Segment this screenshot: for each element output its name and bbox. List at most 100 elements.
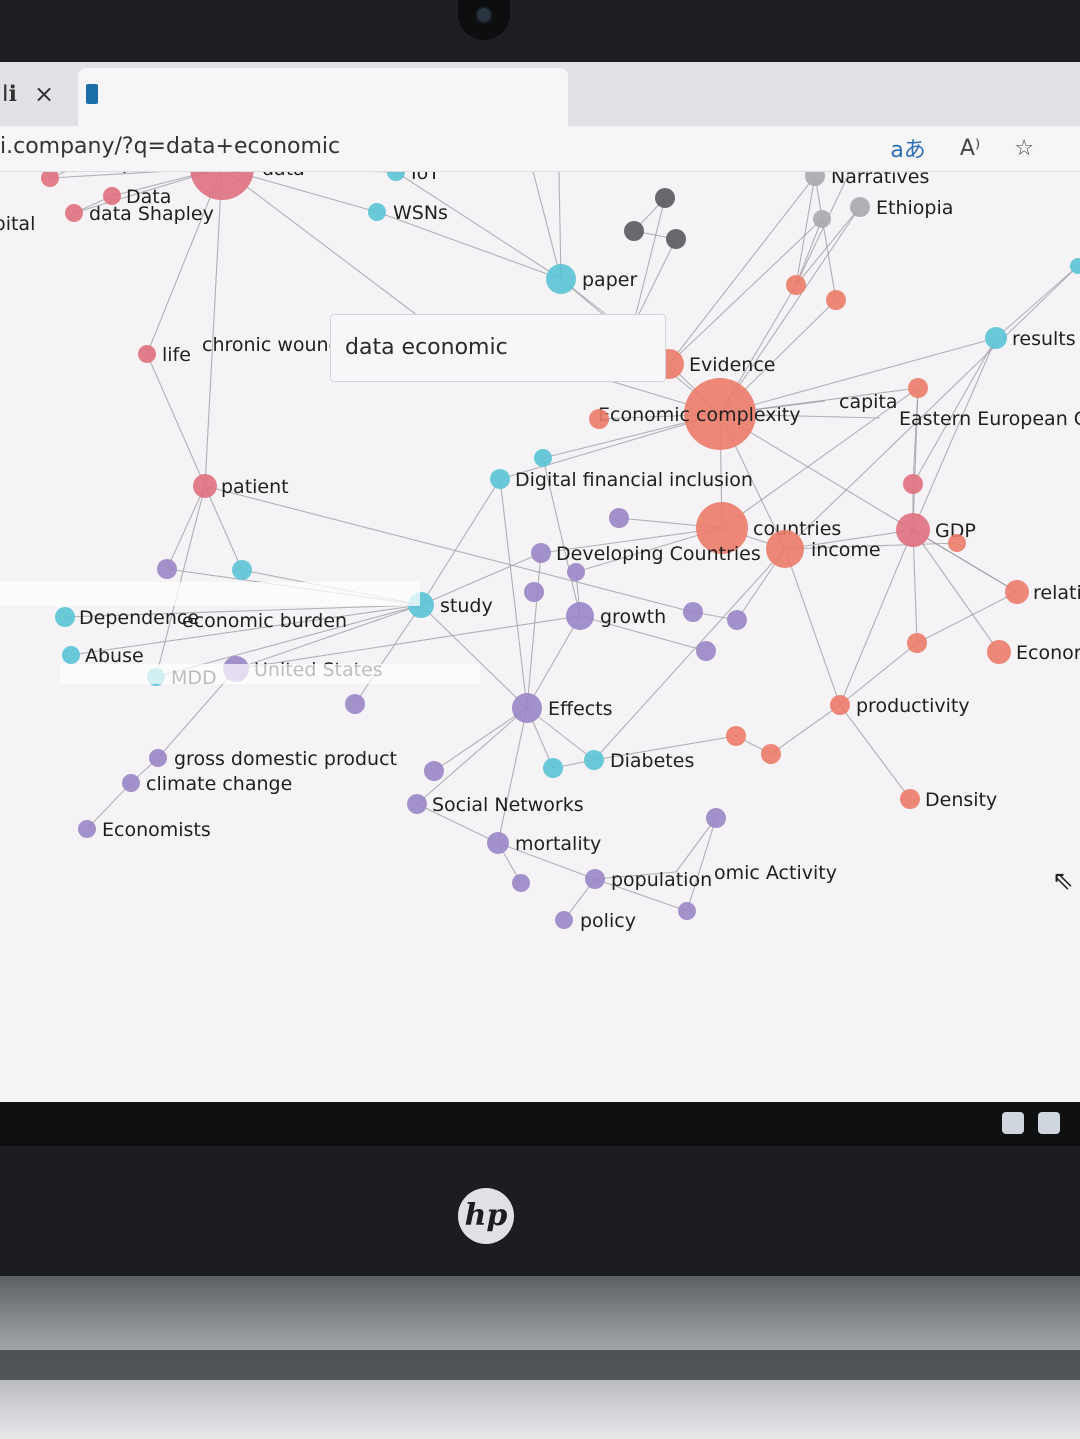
graph-node-dot[interactable]: [850, 197, 870, 217]
url-text[interactable]: i.company/?q=data+economic: [0, 134, 341, 159]
network-icon[interactable]: [1002, 1112, 1024, 1134]
notification-icon[interactable]: [1038, 1112, 1060, 1134]
graph-node-dot[interactable]: [368, 203, 386, 221]
graph-node[interactable]: growth: [566, 602, 666, 630]
graph-node[interactable]: [1070, 258, 1080, 274]
graph-node[interactable]: Economists: [78, 819, 211, 841]
graph-node[interactable]: Econor: [987, 640, 1080, 664]
graph-node-label[interactable]: productivity: [856, 695, 970, 717]
graph-node-dot[interactable]: [907, 633, 927, 653]
graph-node[interactable]: Diabetes: [584, 750, 694, 772]
read-aloud-icon[interactable]: A⁾: [959, 135, 981, 161]
graph-node-dot[interactable]: [805, 172, 825, 186]
graph-node-dot[interactable]: [62, 646, 80, 664]
graph-node[interactable]: WSNs: [368, 202, 448, 224]
graph-node-dot[interactable]: [726, 726, 746, 746]
graph-node-label[interactable]: Econor: [1016, 642, 1080, 664]
search-query[interactable]: data economic: [345, 335, 508, 360]
graph-node-label[interactable]: climate change: [146, 773, 292, 795]
graph-node-label[interactable]: WSNs: [393, 202, 448, 224]
address-bar[interactable]: i.company/?q=data+economic aあ A⁾ ☆: [0, 126, 1080, 172]
graph-node-dot[interactable]: [193, 474, 217, 498]
graph-node-dot[interactable]: [138, 345, 156, 363]
graph-node-dot[interactable]: [900, 789, 920, 809]
graph-node-dot[interactable]: [524, 582, 544, 602]
graph-node[interactable]: [907, 633, 927, 653]
graph-node-label[interactable]: Narratives: [831, 172, 929, 188]
graph-node[interactable]: Effects: [512, 693, 613, 723]
graph-viewport[interactable]: data qualityframaccuracyconFederated Lea…: [0, 172, 1080, 1102]
graph-node-dot[interactable]: [567, 563, 585, 581]
graph-node[interactable]: [706, 808, 726, 828]
graph-node-label[interactable]: data: [262, 172, 305, 180]
graph-node-label[interactable]: Data: [126, 186, 171, 208]
graph-node-label[interactable]: Ethiopia: [876, 197, 953, 219]
graph-node[interactable]: policy: [555, 910, 636, 932]
graph-node-dot[interactable]: [683, 602, 703, 622]
graph-node-label[interactable]: growth: [600, 606, 666, 628]
graph-node[interactable]: [678, 902, 696, 920]
graph-node-label[interactable]: results: [1012, 328, 1076, 350]
graph-node[interactable]: data Shapley: [65, 203, 214, 225]
graph-node-dot[interactable]: [65, 204, 83, 222]
graph-node-dot[interactable]: [584, 750, 604, 770]
graph-node-label[interactable]: Effects: [548, 698, 613, 720]
graph-node-dot[interactable]: [190, 172, 254, 200]
graph-node-dot[interactable]: [908, 378, 928, 398]
tab-label[interactable]: Iℹ: [2, 82, 17, 107]
graph-node-dot[interactable]: [555, 911, 573, 929]
graph-node[interactable]: [41, 172, 59, 187]
graph-node[interactable]: climate change: [122, 773, 292, 795]
graph-node[interactable]: results: [985, 327, 1076, 350]
graph-node[interactable]: [567, 563, 585, 581]
graph-node-dot[interactable]: [531, 543, 551, 563]
graph-node[interactable]: [609, 508, 629, 528]
graph-node-dot[interactable]: [157, 559, 177, 579]
graph-node-dot[interactable]: [826, 290, 846, 310]
graph-node[interactable]: economic burden: [182, 610, 347, 632]
graph-node-dot[interactable]: [232, 560, 252, 580]
graph-node[interactable]: [908, 378, 928, 398]
graph-node-dot[interactable]: [534, 449, 552, 467]
knowledge-graph[interactable]: data qualityframaccuracyconFederated Lea…: [0, 172, 1080, 1102]
graph-node[interactable]: [424, 761, 444, 781]
graph-node[interactable]: Density: [900, 789, 997, 811]
graph-node[interactable]: [157, 559, 177, 579]
graph-node[interactable]: [624, 221, 644, 241]
graph-node[interactable]: Equitable Valuati: [78, 172, 263, 174]
graph-node[interactable]: study: [408, 592, 493, 618]
graph-node[interactable]: Digital financial inclusion: [490, 469, 753, 491]
graph-node-dot[interactable]: [948, 534, 966, 552]
graph-node[interactable]: Narratives: [805, 172, 929, 188]
graph-node-dot[interactable]: [78, 820, 96, 838]
graph-node[interactable]: Economic complexity: [598, 378, 801, 450]
graph-node-dot[interactable]: [896, 513, 930, 547]
graph-node-label[interactable]: mortality: [515, 833, 601, 855]
graph-node-dot[interactable]: [490, 469, 510, 489]
graph-node-label[interactable]: Economic complexity: [598, 404, 801, 426]
favorite-star-icon[interactable]: ☆: [1014, 135, 1034, 161]
graph-node[interactable]: IoT: [387, 172, 440, 184]
graph-node-label[interactable]: capita: [839, 391, 898, 413]
graph-node-label[interactable]: population: [611, 869, 712, 891]
graph-node-dot[interactable]: [727, 610, 747, 630]
graph-node-dot[interactable]: [41, 172, 59, 187]
graph-node-dot[interactable]: [903, 474, 923, 494]
graph-node[interactable]: Developing Countries: [531, 543, 761, 565]
graph-node-label[interactable]: Developing Countries: [556, 543, 761, 565]
graph-node[interactable]: [696, 641, 716, 661]
graph-node-label[interactable]: apital: [0, 213, 35, 235]
graph-node[interactable]: [826, 290, 846, 310]
graph-node[interactable]: Eastern European C: [899, 408, 1080, 430]
graph-node-dot[interactable]: [655, 188, 675, 208]
graph-node-dot[interactable]: [684, 378, 756, 450]
graph-node-dot[interactable]: [387, 172, 405, 181]
graph-node[interactable]: Evidence: [654, 349, 775, 379]
graph-node-label[interactable]: patient: [221, 476, 289, 498]
graph-node[interactable]: population: [585, 869, 712, 891]
graph-node[interactable]: [666, 229, 686, 249]
graph-node[interactable]: [512, 874, 530, 892]
graph-node-dot[interactable]: [813, 210, 831, 228]
graph-node[interactable]: productivity: [830, 695, 970, 717]
graph-node-label[interactable]: economic burden: [182, 610, 347, 632]
